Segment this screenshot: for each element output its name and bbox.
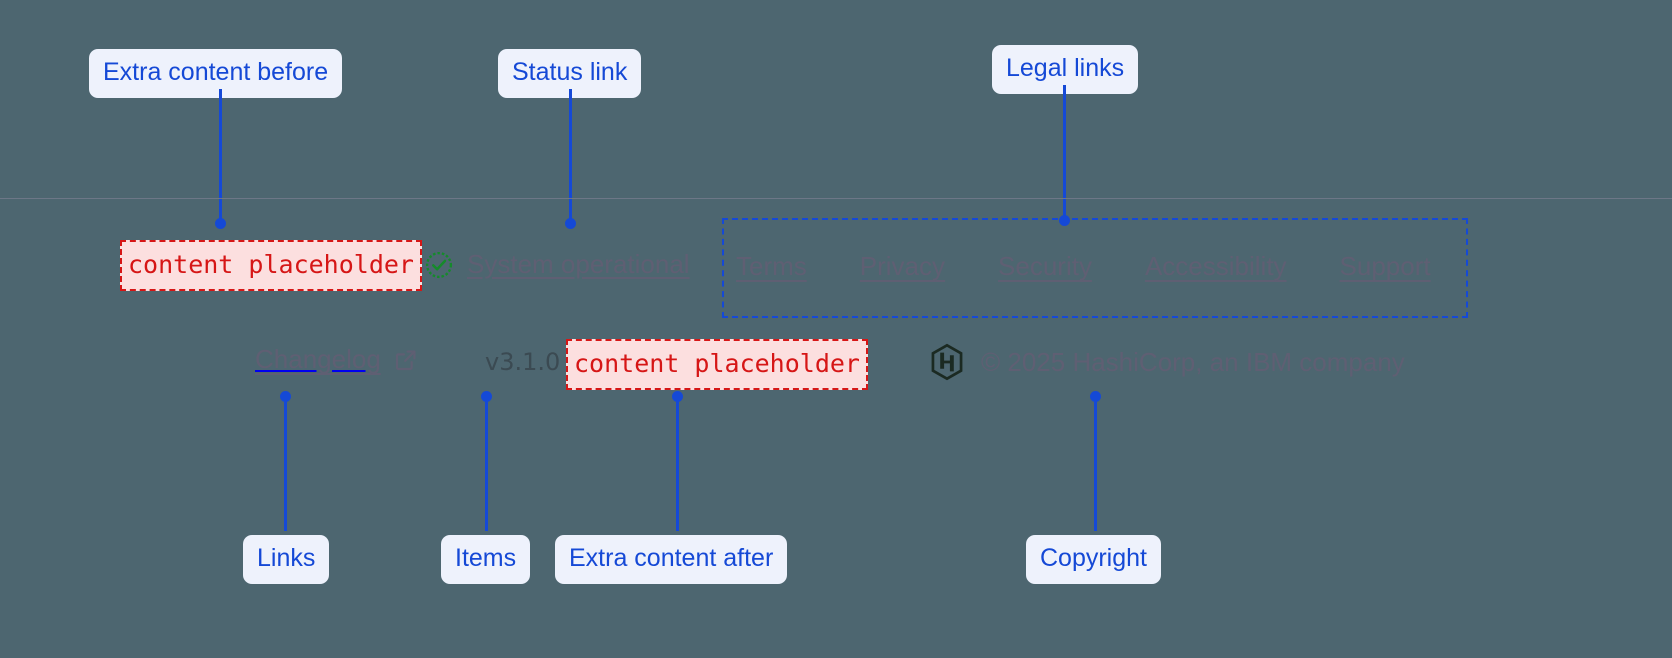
leader-line-extra-before: [219, 89, 222, 221]
hashicorp-logo: [930, 343, 964, 381]
extra-content-after-placeholder: content placeholder: [566, 339, 868, 390]
footer-top-divider: [0, 198, 1672, 199]
external-link-icon: [393, 347, 419, 373]
footer-primary-row: content placeholder System operational T…: [0, 199, 1672, 318]
legal-links-highlight-box: [722, 218, 1468, 318]
leader-dot-extra-before: [215, 218, 226, 229]
brand-copyright-group: © 2025 HashiCorp, an IBM company: [930, 343, 1405, 381]
changelog-link[interactable]: Changelog: [255, 344, 419, 375]
leader-dot-legal: [1059, 215, 1070, 226]
footer: content placeholder System operational T…: [0, 199, 1672, 459]
legal-link-terms[interactable]: Terms: [736, 251, 807, 281]
changelog-label: Changelog: [255, 344, 381, 374]
extra-content-before-placeholder: content placeholder: [120, 240, 422, 291]
callout-links: Links: [243, 535, 330, 584]
legal-link-support[interactable]: Support: [1339, 251, 1431, 281]
version-label: v3.1.0: [485, 348, 561, 376]
leader-line-status: [569, 89, 572, 221]
leader-line-copyright: [1094, 396, 1097, 531]
check-circle-icon: [424, 250, 454, 280]
legal-link-accessibility[interactable]: Accessibility: [1144, 251, 1287, 281]
callout-extra-content-after: Extra content after: [555, 535, 788, 584]
leader-line-extra-after: [676, 396, 679, 531]
callout-extra-content-before: Extra content before: [89, 49, 343, 98]
leader-line-links: [284, 396, 287, 531]
legal-link-security[interactable]: Security: [998, 251, 1092, 281]
callout-items: Items: [441, 535, 531, 584]
leader-dot-status: [565, 218, 576, 229]
footer-secondary-row: Changelog v3.1.0 content placeholder © 2…: [0, 324, 1672, 394]
legal-link-privacy[interactable]: Privacy: [859, 251, 946, 281]
legal-links-group: Terms Privacy Security Accessibility Sup…: [736, 251, 1431, 282]
copyright-text: © 2025 HashiCorp, an IBM company: [981, 346, 1405, 377]
leader-line-items: [485, 396, 488, 531]
leader-line-legal: [1063, 85, 1066, 218]
status-label: System operational: [467, 249, 690, 279]
status-link[interactable]: System operational: [424, 249, 690, 280]
callout-copyright: Copyright: [1026, 535, 1161, 584]
